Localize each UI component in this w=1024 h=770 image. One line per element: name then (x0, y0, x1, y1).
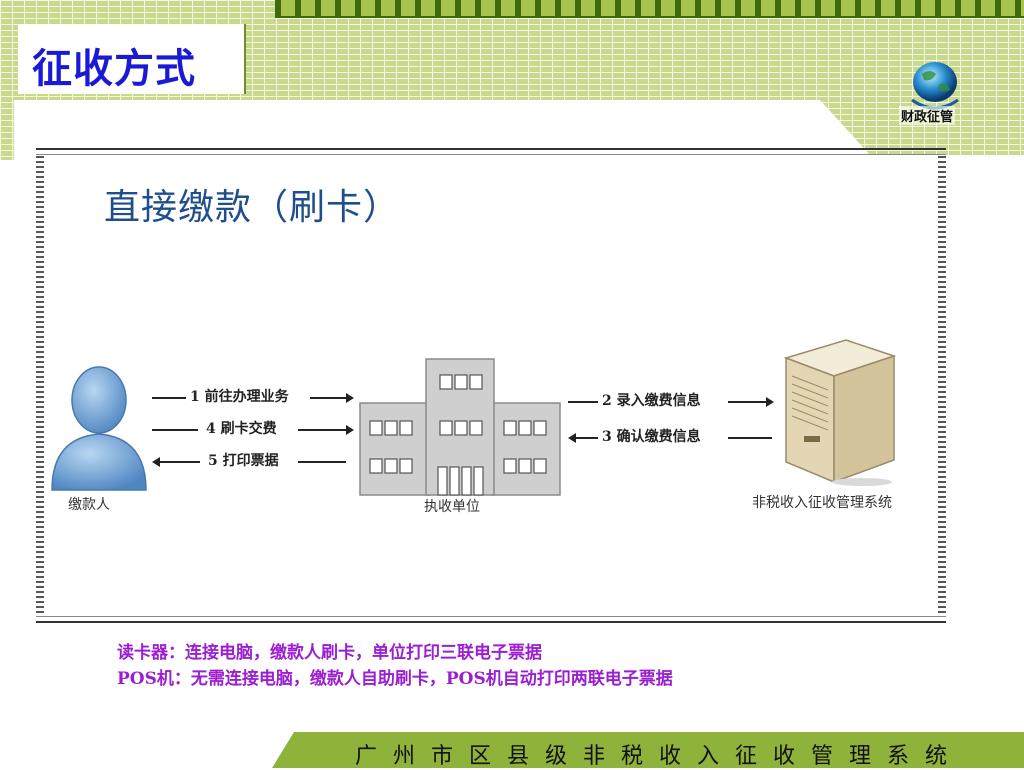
frame-divider-top (36, 154, 946, 155)
diagram-title: 直接缴款（刷卡） (104, 187, 401, 228)
payer-label: 缴款人 (68, 497, 110, 513)
decorative-top-strip (275, 0, 1024, 18)
system-label: 非税收入征收管理系统 (752, 495, 892, 511)
step-3-text: 3 确认缴费信息 (602, 429, 701, 445)
arrow-step-1 (152, 393, 354, 403)
page-title: 征收方式 (32, 46, 196, 92)
arrow-step-2 (568, 397, 774, 407)
arrow-step-4 (152, 425, 354, 435)
footer-text: 广州市区县级非税收入征收管理系统 (355, 744, 964, 769)
diagram-frame (36, 148, 946, 623)
step-1-text: 1 前往办理业务 (190, 389, 289, 405)
note-card-reader: 读卡器：连接电脑，缴款人刷卡，单位打印三联电子票据 (117, 643, 542, 663)
arrow-step-5 (152, 457, 346, 467)
building-icon (359, 358, 561, 496)
arrow-step-3 (568, 433, 772, 443)
unit-label: 执收单位 (424, 499, 480, 515)
logo-label: 财政征管 (899, 106, 956, 125)
step-5-text: 5 打印票据 (208, 453, 279, 469)
note-pos-machine: POS机：无需连接电脑，缴款人自助刷卡，POS机自动打印两联电子票据 (117, 669, 673, 689)
person-icon (51, 366, 147, 491)
step-4-text: 4 刷卡交费 (206, 421, 277, 437)
footer-bar (272, 732, 1024, 768)
frame-divider-bottom (36, 616, 946, 617)
globe-logo-icon (911, 62, 959, 110)
title-box (18, 24, 246, 94)
server-icon (783, 339, 897, 486)
step-2-text: 2 录入缴费信息 (602, 393, 701, 409)
